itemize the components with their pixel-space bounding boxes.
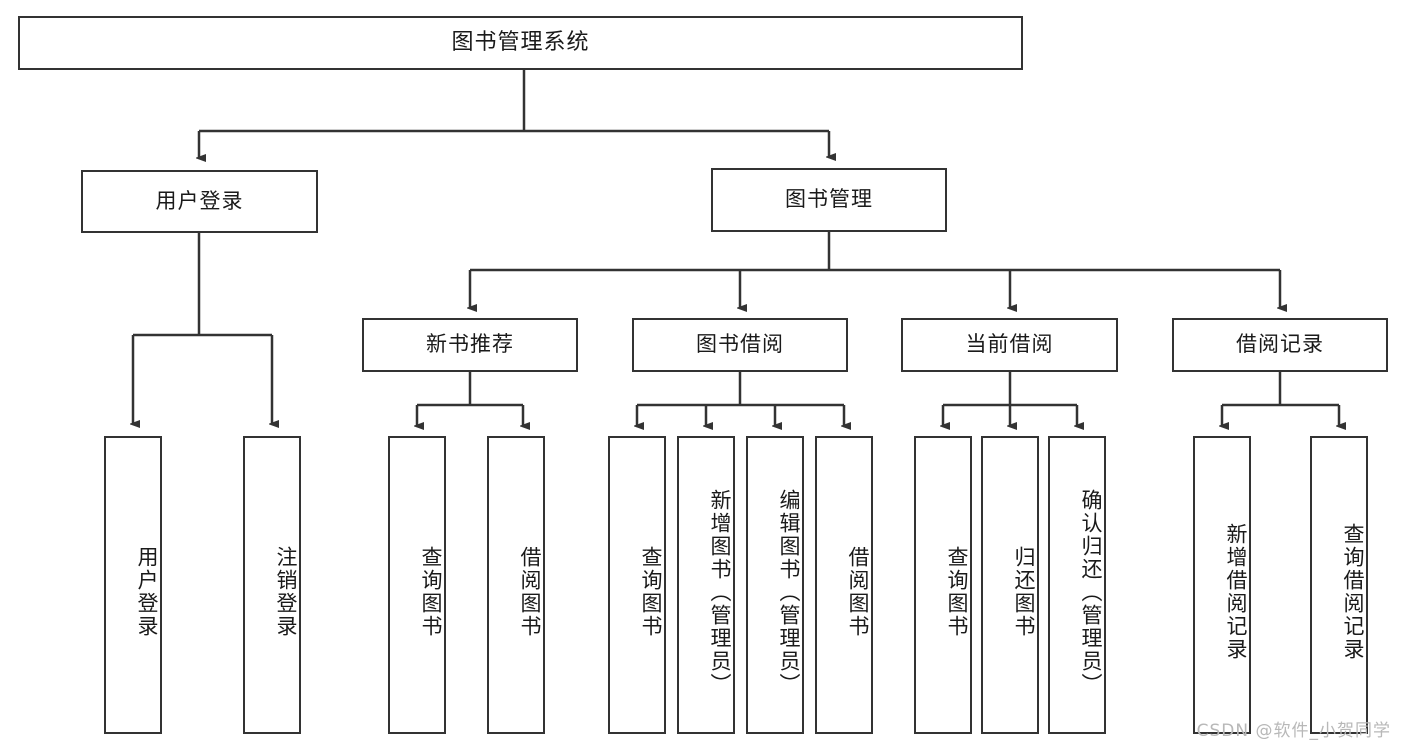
node-label: 借阅记录 xyxy=(1236,332,1324,357)
node-label: 确认归还（管理员） xyxy=(1079,488,1103,696)
leaf-records-add-record[interactable]: 新增借阅记录 xyxy=(1193,436,1251,734)
node-label: 注销登录 xyxy=(274,546,298,638)
node-label: 图书管理系统 xyxy=(451,29,590,55)
node-label: 查询图书 xyxy=(639,546,663,638)
node-label: 用户登录 xyxy=(155,188,244,213)
node-label: 归还图书 xyxy=(1012,546,1036,638)
leaf-current-query-book[interactable]: 查询图书 xyxy=(914,436,972,734)
leaf-records-query-record[interactable]: 查询借阅记录 xyxy=(1310,436,1368,734)
node-label: 借阅图书 xyxy=(518,546,542,638)
node-label: 新增图书（管理员） xyxy=(708,488,732,696)
node-label: 借阅图书 xyxy=(846,546,870,638)
node-borrow-records[interactable]: 借阅记录 xyxy=(1172,318,1388,372)
leaf-recommend-query-book[interactable]: 查询图书 xyxy=(388,436,446,734)
node-book-management[interactable]: 图书管理 xyxy=(711,168,947,232)
node-label: 当前借阅 xyxy=(965,332,1054,357)
leaf-user-login-signout[interactable]: 注销登录 xyxy=(243,436,301,734)
leaf-borrow-borrow-book[interactable]: 借阅图书 xyxy=(815,436,873,734)
node-label: 查询借阅记录 xyxy=(1341,523,1365,661)
node-label: 新书推荐 xyxy=(426,332,514,357)
node-label: 查询图书 xyxy=(419,546,443,638)
leaf-borrow-query-book[interactable]: 查询图书 xyxy=(608,436,666,734)
leaf-recommend-borrow-book[interactable]: 借阅图书 xyxy=(487,436,545,734)
node-label: 图书管理 xyxy=(785,187,873,212)
node-new-book-recommend[interactable]: 新书推荐 xyxy=(362,318,578,372)
node-label: 查询图书 xyxy=(945,546,969,638)
node-current-borrow[interactable]: 当前借阅 xyxy=(901,318,1118,372)
node-label: 图书借阅 xyxy=(696,332,784,357)
leaf-current-return-book[interactable]: 归还图书 xyxy=(981,436,1039,734)
leaf-user-login-signin[interactable]: 用户登录 xyxy=(104,436,162,734)
node-user-login[interactable]: 用户登录 xyxy=(81,170,318,233)
leaf-current-confirm-return[interactable]: 确认归还（管理员） xyxy=(1048,436,1106,734)
node-label: 用户登录 xyxy=(135,546,159,638)
node-book-borrow[interactable]: 图书借阅 xyxy=(632,318,848,372)
csdn-watermark: CSDN @软件_小贺同学 xyxy=(1196,721,1391,741)
leaf-borrow-edit-book[interactable]: 编辑图书（管理员） xyxy=(746,436,804,734)
node-label: 新增借阅记录 xyxy=(1224,523,1248,661)
node-root-system[interactable]: 图书管理系统 xyxy=(18,16,1023,70)
node-label: 编辑图书（管理员） xyxy=(777,488,801,696)
leaf-borrow-add-book[interactable]: 新增图书（管理员） xyxy=(677,436,735,734)
